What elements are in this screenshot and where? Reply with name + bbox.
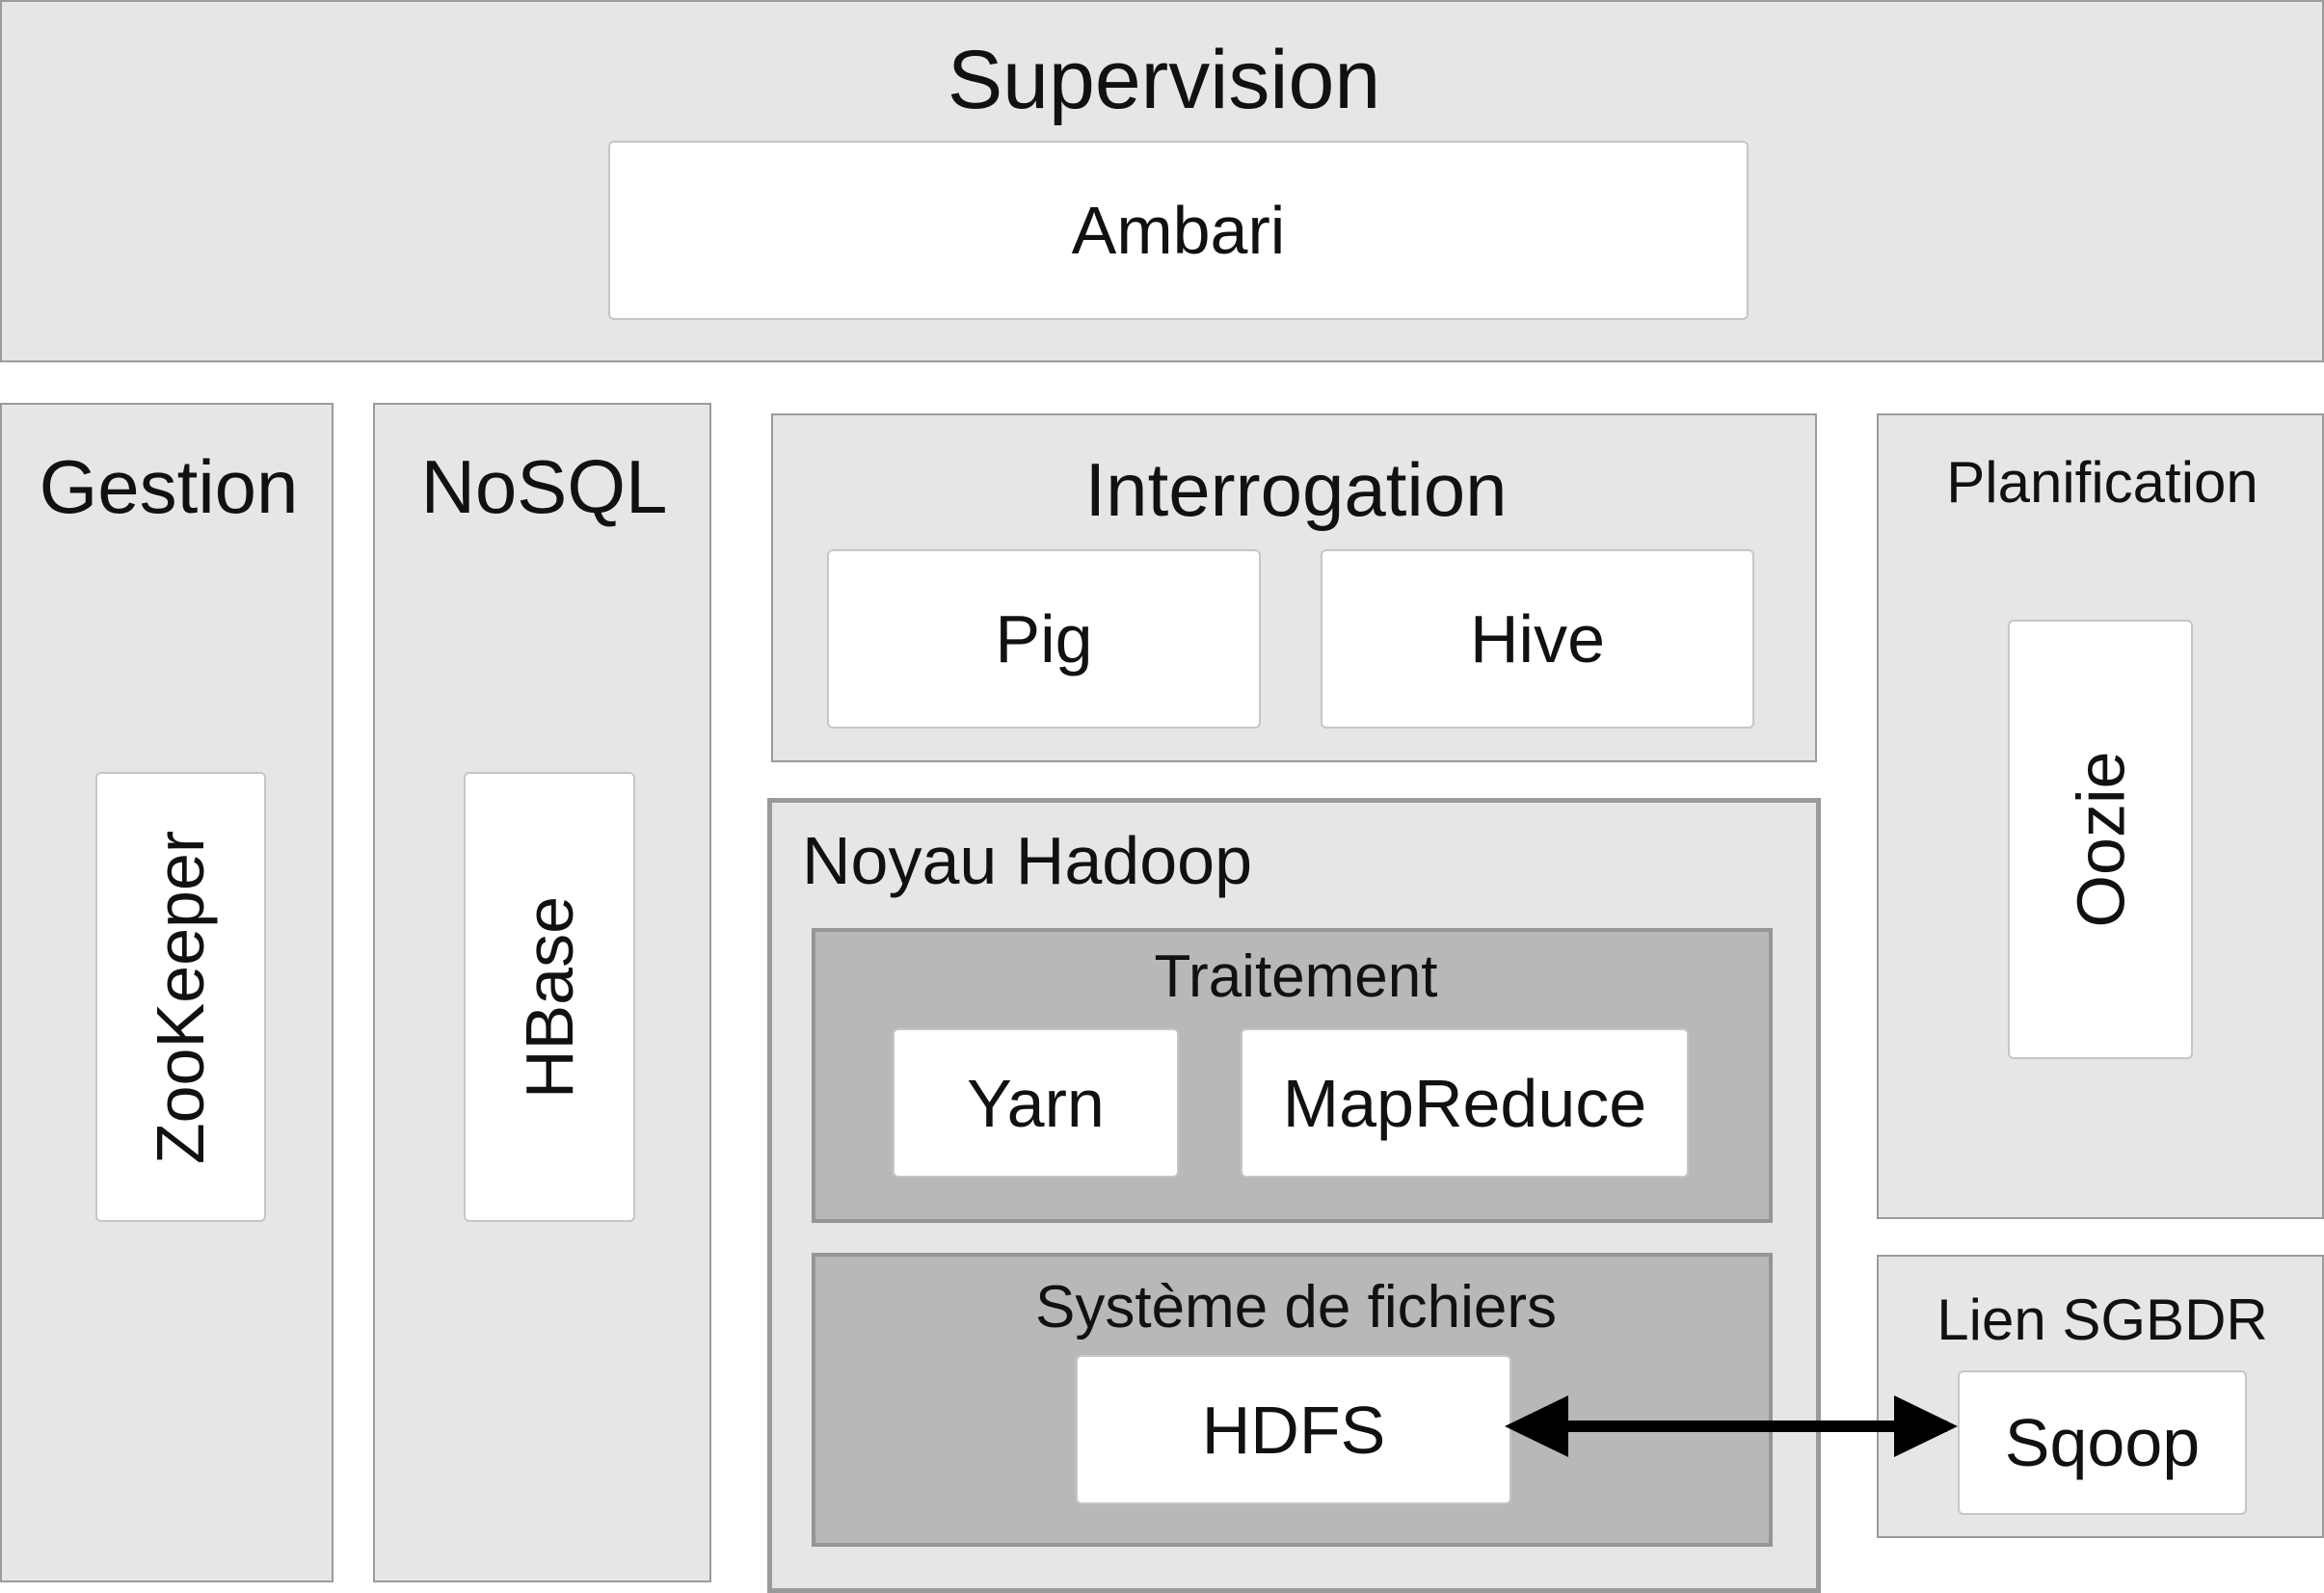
zookeeper-label: ZooKeeper	[143, 830, 219, 1164]
mapreduce-box: MapReduce	[1241, 1028, 1689, 1178]
arrow-head-right	[1894, 1395, 1958, 1457]
lien-sgbdr-panel: Lien SGBDR Sqoop	[1877, 1255, 2324, 1538]
hdfs-label: HDFS	[1201, 1392, 1386, 1468]
arrow-head-left	[1505, 1395, 1568, 1457]
sqoop-box: Sqoop	[1958, 1370, 2247, 1515]
hbase-box: HBase	[464, 772, 635, 1222]
hbase-label: HBase	[512, 895, 588, 1099]
sqoop-label: Sqoop	[2004, 1405, 2201, 1480]
hdfs-box: HDFS	[1076, 1355, 1511, 1504]
mapreduce-label: MapReduce	[1282, 1065, 1647, 1141]
supervision-panel: Supervision Ambari	[0, 0, 2324, 362]
zookeeper-box: ZooKeeper	[95, 772, 266, 1222]
pig-box: Pig	[827, 549, 1261, 729]
ambari-box: Ambari	[608, 141, 1749, 320]
supervision-title: Supervision	[947, 34, 1381, 126]
hive-label: Hive	[1469, 601, 1606, 677]
systeme-fichiers-title: Système de fichiers	[1035, 1274, 1557, 1341]
traitement-panel: Traitement Yarn MapReduce	[812, 928, 1773, 1223]
planification-title: Planification	[1946, 450, 2258, 515]
noyau-hadoop-title: Noyau Hadoop	[802, 823, 1252, 898]
pig-label: Pig	[995, 601, 1093, 677]
nosql-title: NoSQL	[420, 444, 668, 529]
traitement-title: Traitement	[1154, 943, 1438, 1010]
yarn-label: Yarn	[967, 1065, 1105, 1141]
lien-sgbdr-title: Lien SGBDR	[1937, 1288, 2268, 1352]
noyau-hadoop-panel: Noyau Hadoop Traitement Yarn MapReduce S…	[767, 798, 1821, 1593]
gestion-panel: Gestion ZooKeeper	[0, 403, 334, 1582]
oozie-box: Oozie	[2008, 620, 2193, 1059]
systeme-fichiers-panel: Système de fichiers HDFS	[812, 1253, 1773, 1547]
oozie-label: Oozie	[2063, 751, 2138, 928]
yarn-box: Yarn	[893, 1028, 1179, 1178]
nosql-panel: NoSQL HBase	[373, 403, 711, 1582]
hdfs-sqoop-arrow	[1505, 1395, 1958, 1457]
hive-box: Hive	[1321, 549, 1754, 729]
interrogation-panel: Interrogation Pig Hive	[771, 413, 1817, 762]
ambari-label: Ambari	[1071, 193, 1286, 268]
gestion-title: Gestion	[39, 444, 299, 529]
interrogation-title: Interrogation	[1084, 447, 1508, 532]
planification-panel: Planification Oozie	[1877, 413, 2324, 1219]
